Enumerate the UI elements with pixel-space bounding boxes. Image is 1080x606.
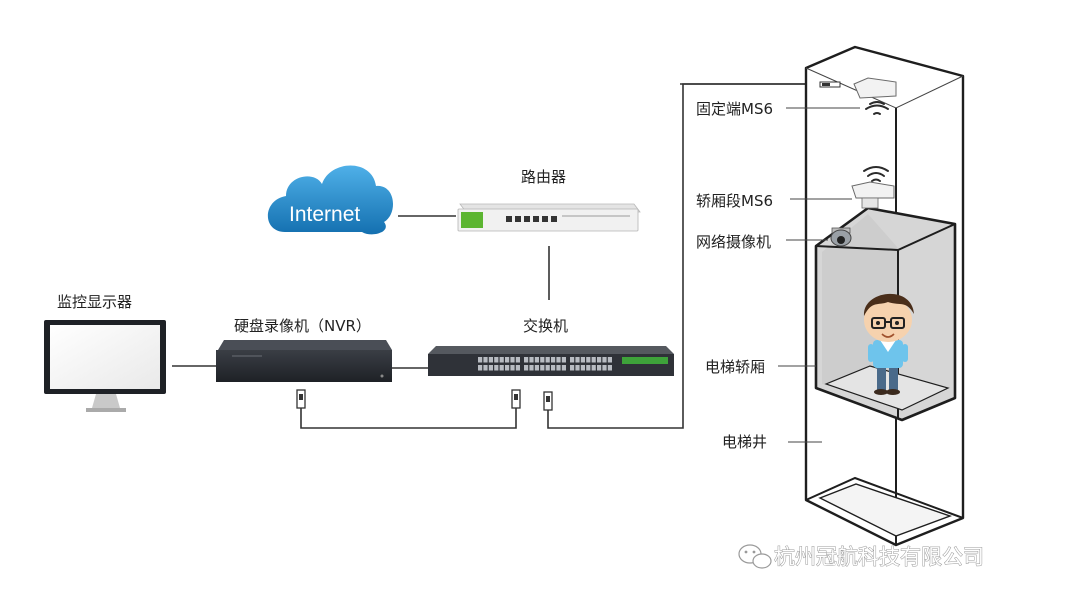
switch-device: 交换机	[428, 317, 674, 376]
car-ms6-label: 轿厢段MS6	[696, 192, 773, 210]
switch-label: 交换机	[523, 317, 568, 335]
switch-ports	[478, 357, 612, 371]
watermark-text: 杭州冠航科技有限公司	[774, 545, 984, 569]
internet-label: Internet	[289, 203, 360, 226]
car-ms6-device: 轿厢段MS6	[696, 166, 895, 210]
fixed-ms6-device: 固定端MS6	[696, 77, 897, 118]
connection-lines	[172, 83, 812, 429]
wifi-signal-icon	[863, 166, 889, 182]
router-label: 路由器	[521, 168, 566, 186]
monitor-label: 监控显示器	[57, 293, 132, 311]
passenger-figure	[863, 293, 914, 395]
nvr-label: 硬盘录像机（NVR）	[234, 317, 371, 335]
router-device: 路由器	[457, 168, 641, 232]
wifi-signal-icon	[865, 101, 889, 115]
network-camera: 网络摄像机	[696, 227, 852, 251]
fixed-ms6-label: 固定端MS6	[696, 100, 773, 118]
elevator-car-label: 电梯轿厢	[705, 358, 765, 376]
rj45-connectors	[296, 389, 553, 411]
elevator-shaft-label: 电梯井	[722, 433, 767, 451]
wechat-icon	[738, 544, 772, 569]
internet-cloud: Internet	[267, 165, 394, 235]
watermark: 杭州冠航科技有限公司	[738, 544, 985, 570]
camera-label: 网络摄像机	[696, 233, 771, 251]
monitor-device: 监控显示器	[44, 293, 166, 412]
nvr-device: 硬盘录像机（NVR）	[216, 317, 392, 382]
